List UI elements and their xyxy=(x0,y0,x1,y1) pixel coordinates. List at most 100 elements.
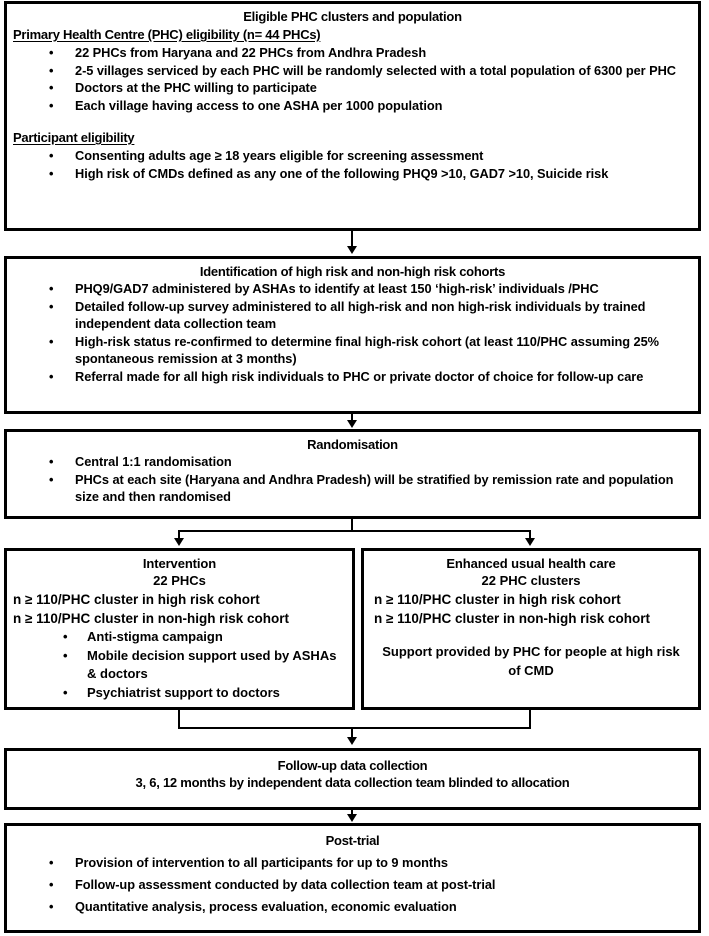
list-item: • Mobile decision support used by ASHAs &… xyxy=(13,647,346,684)
arrow-head-icon xyxy=(347,737,357,745)
list-item-text: High-risk status re-confirmed to determi… xyxy=(75,333,660,367)
bullet-icon: • xyxy=(49,471,54,487)
box5-title: Enhanced usual health care xyxy=(446,556,616,571)
connector-merge-left-riser xyxy=(178,710,180,729)
box5-line2: n ≥ 110/PHC cluster in non-high risk coh… xyxy=(374,611,650,626)
box-identification-cohorts: Identification of high risk and non-high… xyxy=(4,256,701,414)
arrow-head-icon xyxy=(347,246,357,254)
list-item: • Doctors at the PHC willing to participa… xyxy=(13,79,692,97)
list-item: • Central 1:1 randomisation xyxy=(13,453,692,471)
list-item: • Consenting adults age ≥ 18 years eligib… xyxy=(13,147,692,165)
bullet-icon: • xyxy=(49,899,54,914)
list-item-text: Each village having access to one ASHA p… xyxy=(75,97,443,113)
arrow-head-icon xyxy=(347,420,357,428)
list-item: • Each village having access to one ASHA … xyxy=(13,97,692,115)
box4-line2: n ≥ 110/PHC cluster in non-high risk coh… xyxy=(13,611,289,626)
list-item: •22 PHCs from Haryana and 22 PHCs from A… xyxy=(13,44,692,62)
bullet-icon: • xyxy=(49,80,54,95)
bullet-icon: • xyxy=(49,165,54,181)
box2-bullets: • PHQ9/GAD7 administered by ASHAs to iden… xyxy=(13,280,692,385)
connector-merge-stem xyxy=(351,727,353,739)
box-followup-data-collection: Follow-up data collection 3, 6, 12 month… xyxy=(4,748,701,810)
list-item: • Provision of intervention to all partic… xyxy=(13,852,692,874)
box-intervention-arm: Intervention 22 PHCs n ≥ 110/PHC cluster… xyxy=(4,548,355,710)
list-item-text: PHQ9/GAD7 administered by ASHAs to ident… xyxy=(75,281,599,296)
connector-split-stem xyxy=(351,519,353,531)
connector-split-right-drop xyxy=(529,530,531,540)
bullet-icon: • xyxy=(49,877,54,892)
box2-title: Identification of high risk and non-high… xyxy=(199,264,506,279)
list-item-text: Referral made for all high risk individu… xyxy=(75,368,644,384)
box-randomisation: Randomisation • Central 1:1 randomisation… xyxy=(4,429,701,519)
bullet-icon: • xyxy=(63,629,68,644)
list-item-text: Consenting adults age ≥ 18 years eligibl… xyxy=(75,148,484,163)
list-item-text: High risk of CMDs defined as any one of … xyxy=(75,165,609,181)
list-item-text: PHCs at each site (Haryana and Andhra Pr… xyxy=(75,471,674,505)
box4-line1: n ≥ 110/PHC cluster in high risk cohort xyxy=(13,592,260,607)
list-item: • PHQ9/GAD7 administered by ASHAs to iden… xyxy=(13,280,692,298)
list-item-text: Anti-stigma campaign xyxy=(87,629,223,644)
box-enhanced-usual-care-arm: Enhanced usual health care 22 PHC cluste… xyxy=(361,548,701,710)
box5-subtitle: 22 PHC clusters xyxy=(481,573,581,588)
box1-section1-bullets: • 22 PHCs from Haryana and 22 PHCs from A… xyxy=(13,44,692,114)
bullet-icon: • xyxy=(49,281,54,296)
bullet-icon: • xyxy=(49,148,54,163)
list-item: • 2-5 villages serviced by each PHC will … xyxy=(13,62,692,80)
connector-merge-bar xyxy=(178,727,531,729)
box1-section2-heading: Participant eligibility xyxy=(13,130,135,145)
bullet-icon: • xyxy=(49,454,54,469)
section-spacer xyxy=(13,114,692,128)
list-item: • High risk of CMDs defined as any one of… xyxy=(13,165,692,183)
bullet-icon: • xyxy=(49,298,54,314)
bullet-icon: • xyxy=(49,855,54,870)
box1-section1-heading: Primary Health Centre (PHC) eligibility … xyxy=(13,27,321,42)
list-item: • High-risk status re-confirmed to determ… xyxy=(13,333,692,368)
box4-subtitle: 22 PHCs xyxy=(153,573,206,588)
list-item-text: Quantitative analysis, process evaluatio… xyxy=(75,899,457,914)
box4-bullets: • Anti-stigma campaign • Mobile decision s… xyxy=(13,628,346,702)
connector-box1-to-box2 xyxy=(351,231,353,248)
connector-merge-right-riser xyxy=(529,710,531,729)
box5-line1: n ≥ 110/PHC cluster in high risk cohort xyxy=(374,592,621,607)
list-item-text: 22 PHCs from Haryana and 22 PHCs from An… xyxy=(75,45,427,60)
list-item-text: Doctors at the PHC willing to participat… xyxy=(75,80,317,95)
box6-title: Follow-up data collection xyxy=(277,758,428,773)
list-item-text: Detailed follow-up survey administered t… xyxy=(75,298,646,332)
connector-split-left-drop xyxy=(178,530,180,540)
connector-split-bar xyxy=(178,530,531,532)
box3-bullets: • Central 1:1 randomisation • PHCs at each… xyxy=(13,453,692,506)
bullet-icon: • xyxy=(49,333,54,349)
bullet-icon: • xyxy=(49,97,54,113)
connector-box2-to-box3 xyxy=(351,414,353,422)
arrow-head-icon xyxy=(525,538,535,546)
list-item: • Quantitative analysis, process evaluati… xyxy=(13,896,692,918)
list-item-text: Mobile decision support used by ASHAs & … xyxy=(87,647,337,682)
list-item: • PHCs at each site (Haryana and Andhra P… xyxy=(13,471,692,506)
bullet-icon: • xyxy=(63,684,68,700)
box6-line1: 3, 6, 12 months by independent data coll… xyxy=(135,775,570,790)
box1-section2-bullets: • Consenting adults age ≥ 18 years eligib… xyxy=(13,147,692,182)
arrow-head-icon xyxy=(174,538,184,546)
list-item-text: Provision of intervention to all partici… xyxy=(75,855,448,870)
box-eligible-phc-clusters: Eligible PHC clusters and population Pri… xyxy=(4,1,701,231)
list-item: • Follow-up assessment conducted by data … xyxy=(13,874,692,896)
box4-title: Intervention xyxy=(142,556,217,571)
list-item: • Psychiatrist support to doctors xyxy=(13,684,346,703)
bullet-icon: • xyxy=(49,62,54,78)
list-item: • Detailed follow-up survey administered … xyxy=(13,298,692,333)
box3-title: Randomisation xyxy=(307,437,398,452)
box5-note: Support provided by PHC for people at hi… xyxy=(382,644,680,678)
section-spacer xyxy=(374,628,688,642)
bullet-icon: • xyxy=(49,368,54,384)
list-item-text: 2-5 villages serviced by each PHC will b… xyxy=(75,62,676,78)
list-item: • Referral made for all high risk individ… xyxy=(13,368,692,386)
list-item-text: Psychiatrist support to doctors xyxy=(87,684,280,700)
bullet-icon: • xyxy=(63,647,68,663)
box7-title: Post-trial xyxy=(325,833,380,848)
arrow-head-icon xyxy=(347,814,357,822)
list-item-text: Follow-up assessment conducted by data c… xyxy=(75,877,496,892)
box-post-trial: Post-trial • Provision of intervention to… xyxy=(4,823,701,933)
list-item: • Anti-stigma campaign xyxy=(13,628,346,647)
list-item-text: Central 1:1 randomisation xyxy=(75,454,232,469)
